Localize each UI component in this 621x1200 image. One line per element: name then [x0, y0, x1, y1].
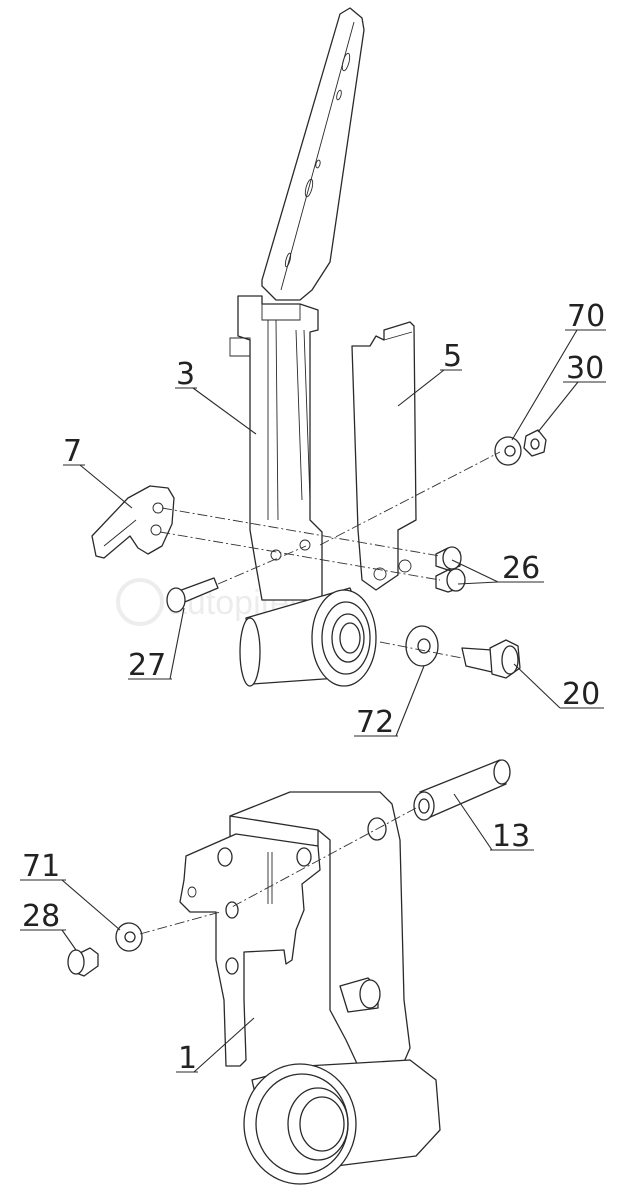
washer-72: [405, 625, 439, 667]
pin-13: [413, 759, 511, 821]
nut-30: [523, 429, 547, 457]
roller: [239, 587, 377, 687]
bolt-27: [166, 577, 219, 613]
callout-28: 28: [22, 899, 60, 934]
washer-71: [115, 922, 143, 952]
assembly-axes-upper: [159, 451, 501, 659]
housing-1: [179, 791, 441, 1185]
callout-3: 3: [176, 357, 195, 392]
callout-26: 26: [502, 551, 540, 586]
callout-20: 20: [562, 677, 600, 712]
washer-70: [494, 436, 522, 466]
callout-71: 71: [22, 849, 60, 884]
callout-13: 13: [492, 819, 530, 854]
lever-arm: [261, 7, 365, 301]
bolt-20: [461, 639, 521, 679]
callout-labels: 70 30 5 3 7 26 27 20 72 13 71 28 1: [22, 299, 605, 1076]
screw-28: [67, 947, 99, 977]
part-7-latch: [91, 485, 175, 559]
leader-lines: [20, 329, 606, 1073]
callout-27: 27: [128, 648, 166, 683]
callout-70: 70: [567, 299, 605, 334]
callout-1: 1: [178, 1041, 197, 1076]
assembly-axes-lower: [139, 807, 417, 935]
callout-5: 5: [443, 339, 462, 374]
bracket-plate-3: [229, 295, 323, 601]
screws-26: [435, 546, 466, 593]
callout-7: 7: [63, 434, 82, 469]
callout-72: 72: [356, 705, 394, 740]
callout-30: 30: [566, 351, 604, 386]
cover-plate-5: [351, 321, 417, 591]
